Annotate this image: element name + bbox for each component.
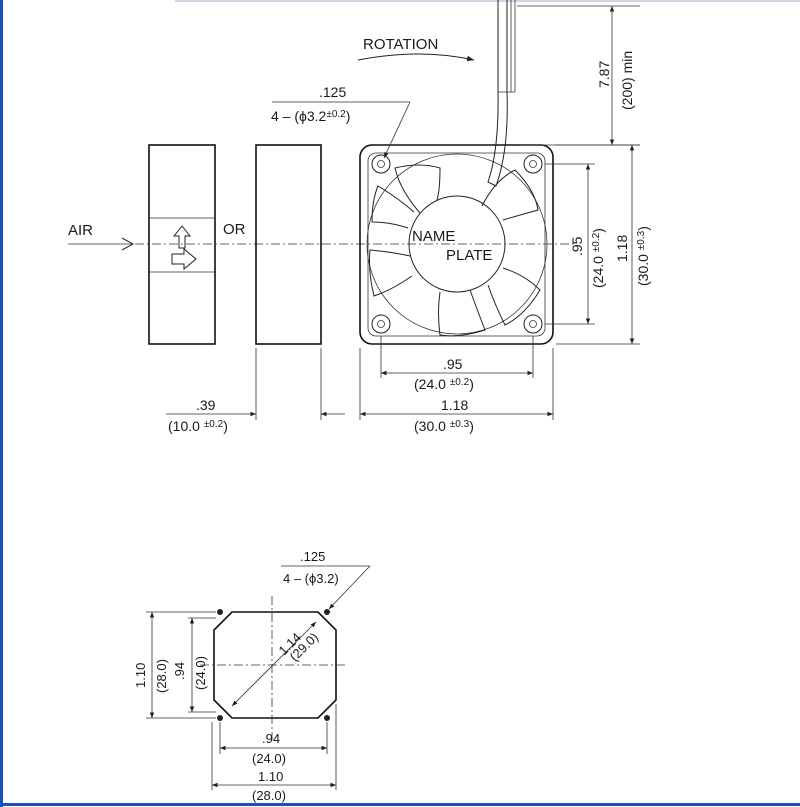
mounting-pattern-view xyxy=(200,596,346,740)
side-view-airflow xyxy=(148,144,216,345)
inner-in-label: .94 xyxy=(172,662,187,680)
fan-hub xyxy=(408,195,506,293)
size-mm-label: (30.0 ±0.3) xyxy=(635,226,651,286)
lead-length-mm-label: (200) min xyxy=(619,51,635,110)
mount-pattern-hole-br xyxy=(324,715,330,721)
hole-note-in-label: .125 xyxy=(319,84,346,100)
hole-spacing-mm-label: (24.0 ±0.2) xyxy=(590,228,606,288)
top-border xyxy=(175,0,800,2)
bottom-inner-mm-label: (24.0) xyxy=(252,751,286,766)
bottom-size-mm-label: (30.0 ±0.3) xyxy=(414,418,474,434)
air-label: AIR xyxy=(68,222,93,239)
or-label: OR xyxy=(223,221,246,238)
mount-pattern-hole-tl xyxy=(217,609,223,615)
mount-hole-note-in-label: .125 xyxy=(300,549,325,564)
air-arrow-icon xyxy=(121,237,135,251)
name-plate-line2: PLATE xyxy=(446,247,492,264)
bottom-hole-spacing-in-label: .95 xyxy=(443,356,463,372)
left-border xyxy=(0,0,3,807)
bottom-border xyxy=(0,803,800,806)
mount-pattern-hole-tr xyxy=(324,609,330,615)
bottom-outer-in-label: 1.10 xyxy=(258,769,283,784)
hole-note-mm-label: 4 – (ϕ3.2±0.2) xyxy=(271,108,350,124)
lead-length-in-label: 7.87 xyxy=(596,61,612,88)
bottom-outer-mm-label: (28.0) xyxy=(252,788,286,803)
rotation-label: ROTATION xyxy=(363,36,438,53)
depth-in-label: .39 xyxy=(196,397,216,413)
mount-hole-note-mm-label: 4 – (ϕ3.2) xyxy=(283,571,339,586)
arrow-right-icon xyxy=(171,247,197,271)
mount-hole-tr xyxy=(523,154,543,174)
lead-wire xyxy=(487,0,508,187)
depth-mm-label: (10.0 ±0.2) xyxy=(168,418,228,434)
name-plate-line1: NAME xyxy=(412,228,455,245)
hole-spacing-in-label: .95 xyxy=(569,236,585,256)
mount-pattern-hole-bl xyxy=(217,715,223,721)
rotation-arrow-icon xyxy=(357,53,475,62)
bottom-size-in-label: 1.18 xyxy=(441,397,468,413)
mount-hole-br xyxy=(523,314,543,334)
fan-front-view xyxy=(359,0,554,345)
mount-hole-bl xyxy=(371,314,391,334)
size-in-label: 1.18 xyxy=(614,235,630,262)
side-view-plain xyxy=(255,144,322,345)
bottom-hole-spacing-mm-label: (24.0 ±0.2) xyxy=(414,376,474,392)
inner-mm-label: (24.0) xyxy=(193,656,208,690)
outer-mm-label: (28.0) xyxy=(154,659,169,693)
mount-hole-tl xyxy=(371,154,391,174)
outer-in-label: 1.10 xyxy=(133,663,148,688)
arrow-up-icon xyxy=(172,225,192,249)
bottom-inner-in-label: .94 xyxy=(262,731,280,746)
